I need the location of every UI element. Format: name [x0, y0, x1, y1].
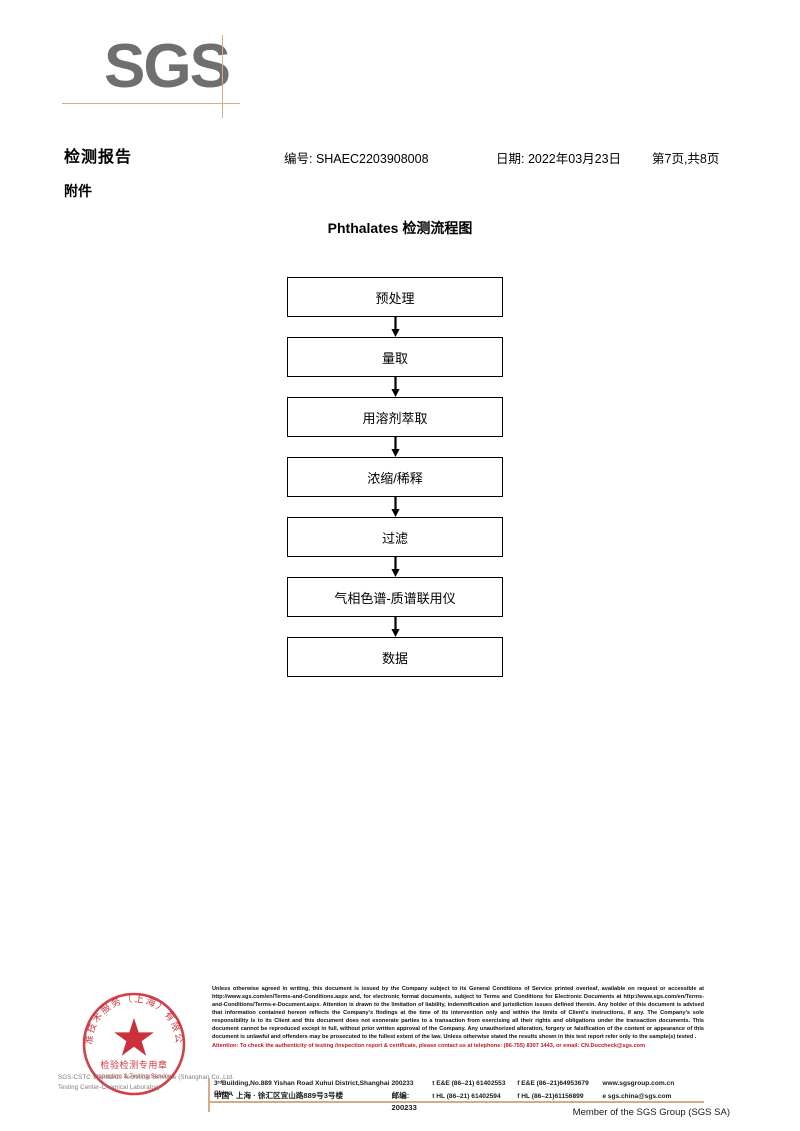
flowchart-title: Phthalates 检测流程图	[327, 220, 473, 236]
address-street-cn: 中国 · 上海 · 徐汇区宜山路889号3号楼	[214, 1091, 344, 1100]
address-tel-hl: t HL (86–21) 61402594	[432, 1093, 501, 1100]
legal-disclaimer: Unless otherwise agreed in writing, this…	[212, 986, 704, 1051]
address-row-cn: 中国 · 上海 · 徐汇区宜山路889号3号楼 邮编: 200233 t HL …	[214, 1090, 704, 1112]
stamp-overlay-line-2: Testing Center-Chemical Laboratory	[58, 1083, 161, 1091]
svg-text:Inspection & Testing Services: Inspection & Testing Services	[94, 1073, 175, 1080]
flow-step-7: 数据	[287, 637, 503, 677]
flow-arrow-6	[287, 617, 503, 637]
flow-box-label: 过滤	[287, 517, 503, 557]
attachment-label: 附件	[64, 183, 92, 199]
flow-step-3: 用溶剂萃取	[287, 397, 503, 437]
stamp-overlay-line-1: SGS-CSTC Standards Technical Services (S…	[58, 1074, 234, 1081]
flow-arrow-1	[287, 317, 503, 337]
logo-vertical-rule	[222, 35, 223, 118]
address-fax-hl: f HL (86–21)61156899	[517, 1093, 584, 1100]
flow-box-label: 数据	[287, 637, 503, 677]
address-zip-en: 200233	[391, 1080, 414, 1087]
flow-box-label: 气相色谱-质谱联用仪	[287, 577, 503, 617]
address-website: www.sgsgroup.com.cn	[602, 1080, 675, 1087]
stamp-company-overlay: SGS-CSTC Standards Technical Services (S…	[58, 1073, 258, 1092]
flow-step-2: 量取	[287, 337, 503, 377]
page-indicator: 第7页,共8页	[652, 152, 720, 166]
flow-box-label: 用溶剂萃取	[287, 397, 503, 437]
address-tel-ee: t E&E (86–21) 61402553	[432, 1080, 506, 1087]
flow-step-4: 浓缩/稀释	[287, 457, 503, 497]
inspection-stamp-icon: 标准技术服务（上海）有限公司 检验检测专用章 Inspection & Test…	[78, 988, 190, 1100]
legal-paragraph: Unless otherwise agreed in writing, this…	[212, 986, 704, 1040]
flow-step-1: 预处理	[287, 277, 503, 317]
page-title: 检测报告	[64, 149, 133, 166]
flow-box-label: 量取	[287, 337, 503, 377]
address-vertical-rule	[208, 1078, 210, 1112]
address-zip-cn: 邮编: 200233	[391, 1091, 417, 1112]
address-email: e sgs.china@sgs.com	[602, 1093, 672, 1100]
flow-box-label: 预处理	[287, 277, 503, 317]
address-row-en: 3ʳᵈBuilding,No.889 Yishan Road Xuhui Dis…	[214, 1079, 704, 1097]
member-of-group-line: Member of the SGS Group (SGS SA)	[572, 1107, 730, 1118]
flow-arrow-4	[287, 497, 503, 517]
report-number: 编号: SHAEC2203908008	[284, 152, 429, 166]
flow-arrow-3	[287, 437, 503, 457]
sgs-wordmark: SGS	[104, 32, 231, 101]
legal-attention-notice: Attention: To check the authenticity of …	[212, 1042, 646, 1049]
address-street-en: 3ʳᵈBuilding,No.889 Yishan Road Xuhui Dis…	[214, 1080, 390, 1098]
svg-text:检验检测专用章: 检验检测专用章	[100, 1059, 167, 1070]
flow-arrow-2	[287, 377, 503, 397]
sgs-logo: SGS	[0, 0, 800, 130]
logo-horizontal-rule	[62, 103, 240, 104]
flow-arrow-5	[287, 557, 503, 577]
report-date: 日期: 2022年03月23日	[496, 152, 622, 166]
address-block: 3ʳᵈBuilding,No.889 Yishan Road Xuhui Dis…	[214, 1079, 704, 1112]
flow-box-label: 浓缩/稀释	[287, 457, 503, 497]
flow-step-6: 气相色谱-质谱联用仪	[287, 577, 503, 617]
address-fax-ee: f E&E (86–21)64953679	[517, 1080, 589, 1087]
flow-step-5: 过滤	[287, 517, 503, 557]
address-horizontal-rule	[208, 1101, 704, 1103]
flowchart: 预处理 量取 用溶剂萃取 浓缩/稀释 过滤 气相色谱-质谱联用仪 数据	[287, 277, 503, 677]
